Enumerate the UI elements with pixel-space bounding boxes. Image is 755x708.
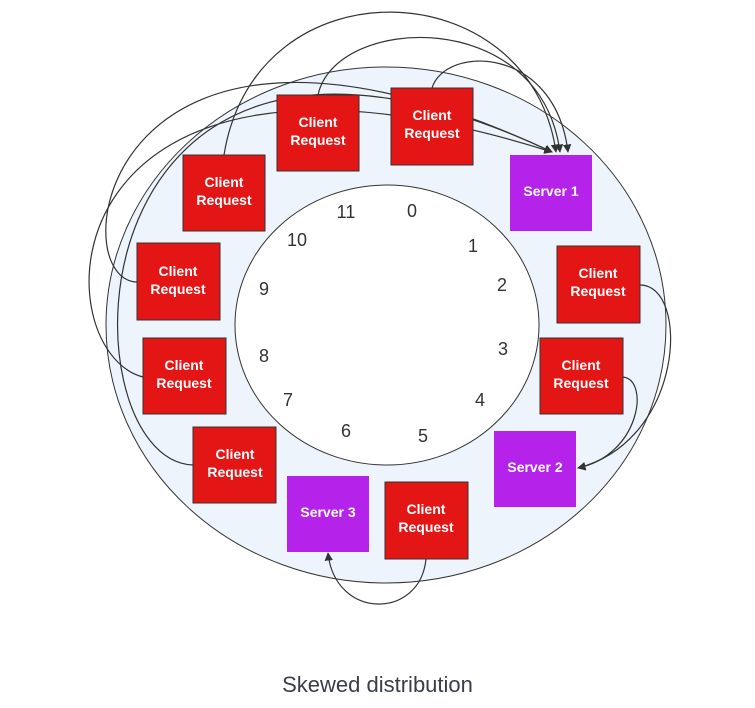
connector-c9-s3 [324, 552, 427, 605]
client-request-box-1: Client Request [390, 87, 474, 166]
client-request-label-line1: Client [216, 446, 255, 462]
server-boxes: Server 1 Server 2 Server 3 [287, 155, 592, 552]
client-request-label-line1: Client [407, 501, 446, 517]
client-request-box-7: Client Request [556, 245, 641, 324]
client-request-box-5: Client Request [142, 337, 227, 415]
server-box-1: Server 1 [510, 155, 592, 231]
connector-c8-s2 [577, 376, 638, 471]
ring-number-0: 0 [407, 201, 417, 221]
ring-number-3: 3 [498, 339, 508, 359]
client-request-label-line2: Request [404, 125, 460, 141]
client-request-box-4: Client Request [136, 242, 221, 321]
server-2-label: Server 2 [507, 459, 562, 475]
server-3-label: Server 3 [300, 504, 355, 520]
server-box-2: Server 2 [494, 431, 576, 507]
ring-number-7: 7 [283, 390, 293, 410]
client-request-box-8: Client Request [539, 337, 624, 415]
ring-number-4: 4 [475, 390, 485, 410]
connector-c2-s1 [317, 36, 564, 153]
client-request-label-line1: Client [205, 174, 244, 190]
client-request-box-2: Client Request [276, 94, 360, 172]
client-request-label-line2: Request [290, 132, 346, 148]
ring-number-9: 9 [259, 279, 269, 299]
client-request-label-line2: Request [570, 283, 626, 299]
client-request-label-line1: Client [159, 263, 198, 279]
client-request-label-line1: Client [165, 357, 204, 373]
connectors [88, 11, 672, 605]
client-request-label-line1: Client [579, 265, 618, 281]
diagram-caption: Skewed distribution [282, 672, 473, 697]
ring-number-8: 8 [259, 346, 269, 366]
client-request-label-line2: Request [207, 464, 263, 480]
client-request-label-line1: Client [299, 114, 338, 130]
connector-c1-s1 [431, 60, 572, 153]
client-request-label-line2: Request [156, 375, 212, 391]
client-request-label-line1: Client [413, 107, 452, 123]
ring-number-2: 2 [497, 275, 507, 295]
client-request-label-line2: Request [196, 192, 252, 208]
client-request-label-line1: Client [562, 357, 601, 373]
client-request-box-3: Client Request [182, 154, 266, 232]
connector-c4-s1 [105, 81, 553, 283]
server-box-3: Server 3 [287, 476, 369, 552]
client-request-label-line2: Request [553, 375, 609, 391]
ring-number-6: 6 [341, 421, 351, 441]
connector-c5-s1 [88, 109, 553, 378]
ring-number-1: 1 [468, 236, 478, 256]
ring-number-10: 10 [287, 230, 307, 250]
client-request-label-line2: Request [150, 281, 206, 297]
ring-numbers: 0 1 2 3 4 5 6 7 8 9 10 11 [259, 201, 508, 446]
client-request-box-6: Client Request [192, 426, 277, 504]
connector-c3-s1 [223, 11, 560, 156]
ring-number-5: 5 [418, 426, 428, 446]
client-request-boxes: Client Request Client Request Client Req… [136, 87, 641, 560]
client-request-box-9: Client Request [384, 481, 469, 560]
client-request-label-line2: Request [398, 519, 454, 535]
ring-number-11: 11 [337, 202, 356, 222]
connector-c6-s1 [116, 93, 553, 466]
server-1-label: Server 1 [523, 183, 578, 199]
inner-ring [234, 184, 540, 466]
connector-c7-s2 [577, 284, 672, 471]
